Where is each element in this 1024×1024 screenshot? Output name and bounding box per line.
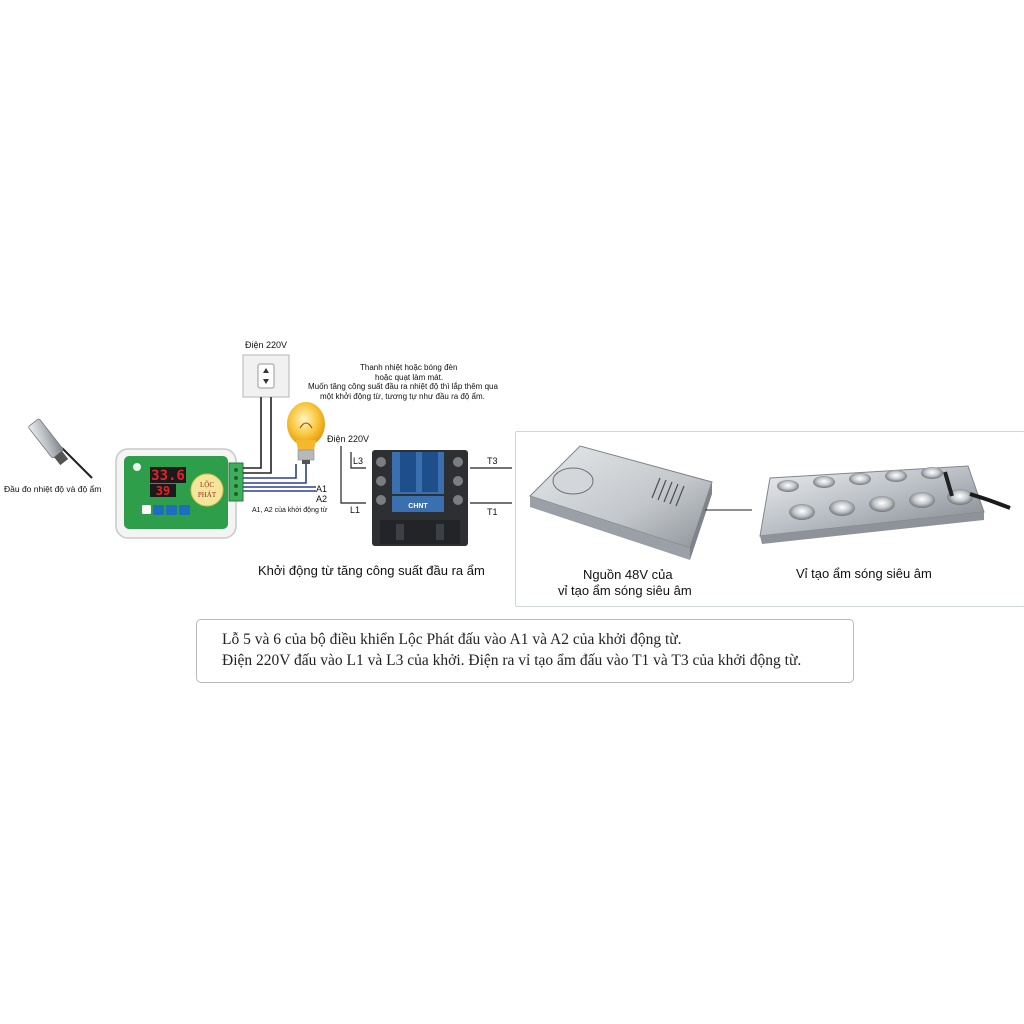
wall-outlet [243,355,289,397]
psu-caption-line-2: vỉ tạo ẩm sóng siêu âm [558,583,692,599]
humidity-display: 39 [156,484,170,498]
power-label-contactor: Điện 220V [327,434,369,444]
l3-label: L3 [353,456,363,466]
temperature-display: 33.6 [151,468,185,484]
contactor [372,450,468,546]
t1-label: T1 [487,507,498,517]
bulb-note-line-3: Muốn tăng công suất đầu ra nhiệt độ thì … [308,382,498,392]
brand-line-2: PHÁT [198,491,217,499]
brand-line-1: LỘC [200,481,214,489]
controller-device [116,449,243,538]
psu-caption-line-1: Nguồn 48V của [583,567,673,583]
bulb-note-line-4: một khởi động từ, tương tự như đầu ra độ… [320,392,485,402]
light-bulb [287,402,325,464]
wiring-note: Lỗ 5 và 6 của bộ điều khiển Lộc Phát đấu… [196,619,854,683]
power-label-outlet: Điện 220V [245,340,287,350]
l1-label: L1 [350,505,360,515]
wiring-note-line-2: Điện 220V đấu vào L1 và L3 của khởi. Điệ… [222,651,801,671]
a2-label: A2 [316,494,327,504]
wiring-note-line-1: Lỗ 5 và 6 của bộ điều khiển Lộc Phát đấu… [222,630,682,650]
contactor-caption: Khởi động từ tăng công suất đầu ra ẩm [258,563,485,579]
mister-caption: Vỉ tạo ẩm sóng siêu âm [796,566,932,582]
a1-a2-note: A1, A2 của khởi động từ [252,506,327,516]
ultrasonic-mister [760,466,1010,544]
t3-label: T3 [487,456,498,466]
a1-label: A1 [316,484,327,494]
sensor-probe [28,418,92,478]
power-supply [530,446,712,560]
sensor-label: Đầu đo nhiệt độ và độ ẩm [4,484,101,494]
bulb-note-line-1: Thanh nhiệt hoặc bóng đèn [360,363,457,373]
outlet-wires [243,397,271,473]
contactor-brand: CHNT [408,503,428,510]
